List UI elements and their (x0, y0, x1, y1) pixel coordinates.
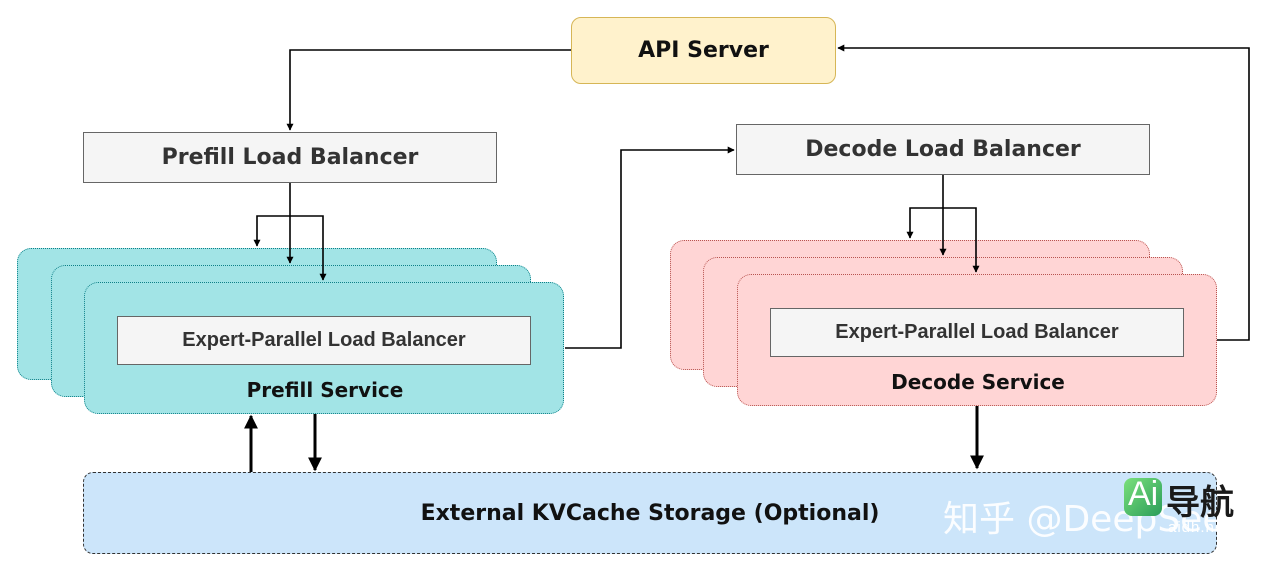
external-kvcache-storage: External KVCache Storage (Optional) (83, 472, 1217, 554)
api-server-label: API Server (638, 38, 769, 63)
arrow-prefill-lb-fanout-back (253, 215, 290, 247)
decode-service-label: Decode Service (891, 370, 1065, 394)
api-server: API Server (571, 17, 836, 84)
decode-service: Expert-Parallel Load Balancer Decode Ser… (737, 274, 1217, 406)
prefill-expert-parallel-load-balancer: Expert-Parallel Load Balancer (117, 316, 531, 365)
arrow-prefill-service-to-decode-lb (565, 146, 735, 349)
aidh-logo: Ai 导航 aidh.net (1118, 473, 1250, 541)
ai-logo-icon (1124, 478, 1162, 516)
prefill-load-balancer: Prefill Load Balancer (83, 132, 497, 183)
arrow-decode-lb-fanout-front (943, 207, 980, 273)
prefill-lb-label: Prefill Load Balancer (161, 145, 419, 170)
prefill-eplb-label: Expert-Parallel Load Balancer (182, 329, 466, 351)
decode-eplb-label: Expert-Parallel Load Balancer (835, 321, 1119, 343)
ai-logo-text: Ai (1128, 475, 1159, 513)
prefill-service-label: Prefill Service (246, 378, 404, 402)
arrow-decode-service-to-api (837, 44, 1250, 341)
logo-url: aidh.net (1168, 519, 1230, 536)
arrow-prefill-lb-fanout-front (290, 215, 327, 281)
decode-lb-label: Decode Load Balancer (805, 137, 1081, 162)
decode-load-balancer: Decode Load Balancer (736, 124, 1150, 175)
kvcache-label: External KVCache Storage (Optional) (420, 500, 880, 526)
nav-logo-text: 导航 (1166, 483, 1234, 523)
zhihu-watermark: 知乎 @DeepSeek (943, 499, 1246, 540)
arrow-api-to-prefill-lb (286, 49, 571, 131)
decode-expert-parallel-load-balancer: Expert-Parallel Load Balancer (770, 308, 1184, 357)
prefill-service: Expert-Parallel Load Balancer Prefill Se… (84, 282, 564, 414)
arrow-decode-lb-fanout-back (906, 207, 943, 239)
